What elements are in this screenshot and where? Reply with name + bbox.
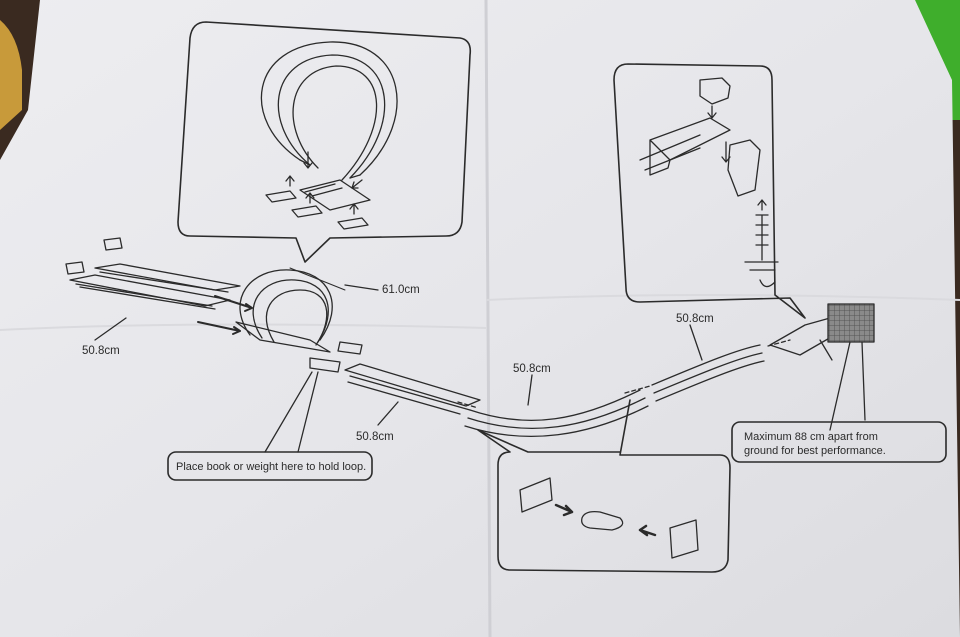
loop-height-leader (344, 284, 379, 291)
launcher-detail-callout (613, 63, 806, 319)
distance-callout-line-1: Maximum 88 cm apart from (744, 431, 878, 443)
curved-track (464, 324, 765, 573)
leader-line-right (689, 324, 703, 361)
connector-piece-2 (103, 237, 123, 251)
straight-track-middle (344, 363, 481, 426)
leader-line-mid (377, 401, 399, 426)
screw-drawing (755, 214, 769, 261)
paper-crease-right (485, 294, 960, 301)
launcher-unit (769, 303, 875, 431)
loop-detail-callout (177, 21, 472, 263)
launcher-grip-pad (827, 303, 875, 343)
distance-callout-box (731, 421, 947, 463)
track-end-drawing (519, 477, 553, 513)
straight-track-left (65, 237, 253, 341)
clamp-drawing (727, 139, 761, 197)
straight-left-length-label: 50.8cm (82, 345, 120, 357)
loop-base-pieces (265, 151, 371, 230)
weight-callout-text: Place book or weight here to hold loop. (176, 461, 366, 473)
straight-mid-length-label: 50.8cm (356, 431, 394, 443)
launcher-leader-2 (861, 341, 866, 421)
connector-piece (65, 261, 85, 275)
paper-fold (484, 0, 492, 637)
weight-spot (309, 357, 341, 373)
launcher-drawing (649, 117, 731, 176)
loop-base (235, 321, 331, 353)
loop-height-label: 61.0cm (382, 284, 420, 296)
paper-crease (0, 323, 487, 331)
loop-ring-drawing (260, 41, 398, 181)
distance-callout-line-2: ground for best performance. (744, 445, 886, 457)
gold-object (0, 20, 22, 130)
curve-length-label: 50.8cm (513, 363, 551, 375)
connection-arrows (457, 339, 791, 409)
track-end-drawing-2 (669, 519, 699, 559)
car-drawing (699, 77, 731, 105)
leader-line-curve (527, 374, 533, 406)
leader-line (94, 317, 127, 341)
straight-right-length-label: 50.8cm (676, 313, 714, 325)
connector-clip-drawing (581, 510, 624, 531)
loop-track (235, 267, 379, 373)
launcher-leader-1 (829, 341, 851, 431)
connector-detail-callout (477, 399, 731, 573)
weight-callout-box (167, 371, 373, 481)
